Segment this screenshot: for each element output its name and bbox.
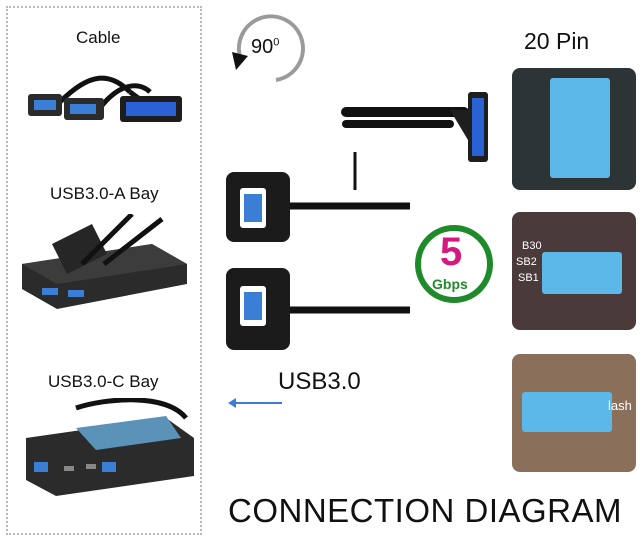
- usb-c-bay-image: [26, 398, 194, 496]
- degree-mark: 0: [273, 36, 280, 49]
- y-cable-image: [28, 75, 182, 122]
- rotation-angle-value: 90: [251, 36, 274, 58]
- board-mark-sb2: SB2: [516, 256, 537, 268]
- motherboard-photo-2: B30 SB2 SB1: [512, 212, 636, 330]
- bay-a-label: USB3.0-A Bay: [50, 184, 159, 203]
- rotation-angle: 900: [251, 36, 279, 59]
- board-mark-sb1: SB1: [518, 272, 539, 284]
- rotation-arrow-icon: [232, 14, 305, 82]
- usb-a-bay-image: [22, 214, 187, 309]
- product-panel: [6, 6, 202, 535]
- motherboard-photo-1: [512, 68, 636, 190]
- left-arrow-icon: [228, 398, 282, 408]
- motherboard-photo-3: lash: [512, 354, 636, 472]
- speed-unit: Gbps: [432, 276, 468, 292]
- speed-value: 5: [440, 230, 463, 274]
- board-mark-b30: B30: [522, 240, 542, 252]
- cable-label: Cable: [76, 28, 121, 47]
- header-pin-label: 20 Pin: [524, 28, 590, 54]
- cable-diagram: [226, 92, 488, 350]
- speed-badge: [415, 225, 493, 303]
- bay-c-label: USB3.0-C Bay: [48, 372, 159, 391]
- standard-label: USB3.0: [278, 368, 361, 395]
- connection-diagram-title: CONNECTION DIAGRAM: [228, 492, 623, 529]
- board-mark-flash: lash: [608, 398, 632, 413]
